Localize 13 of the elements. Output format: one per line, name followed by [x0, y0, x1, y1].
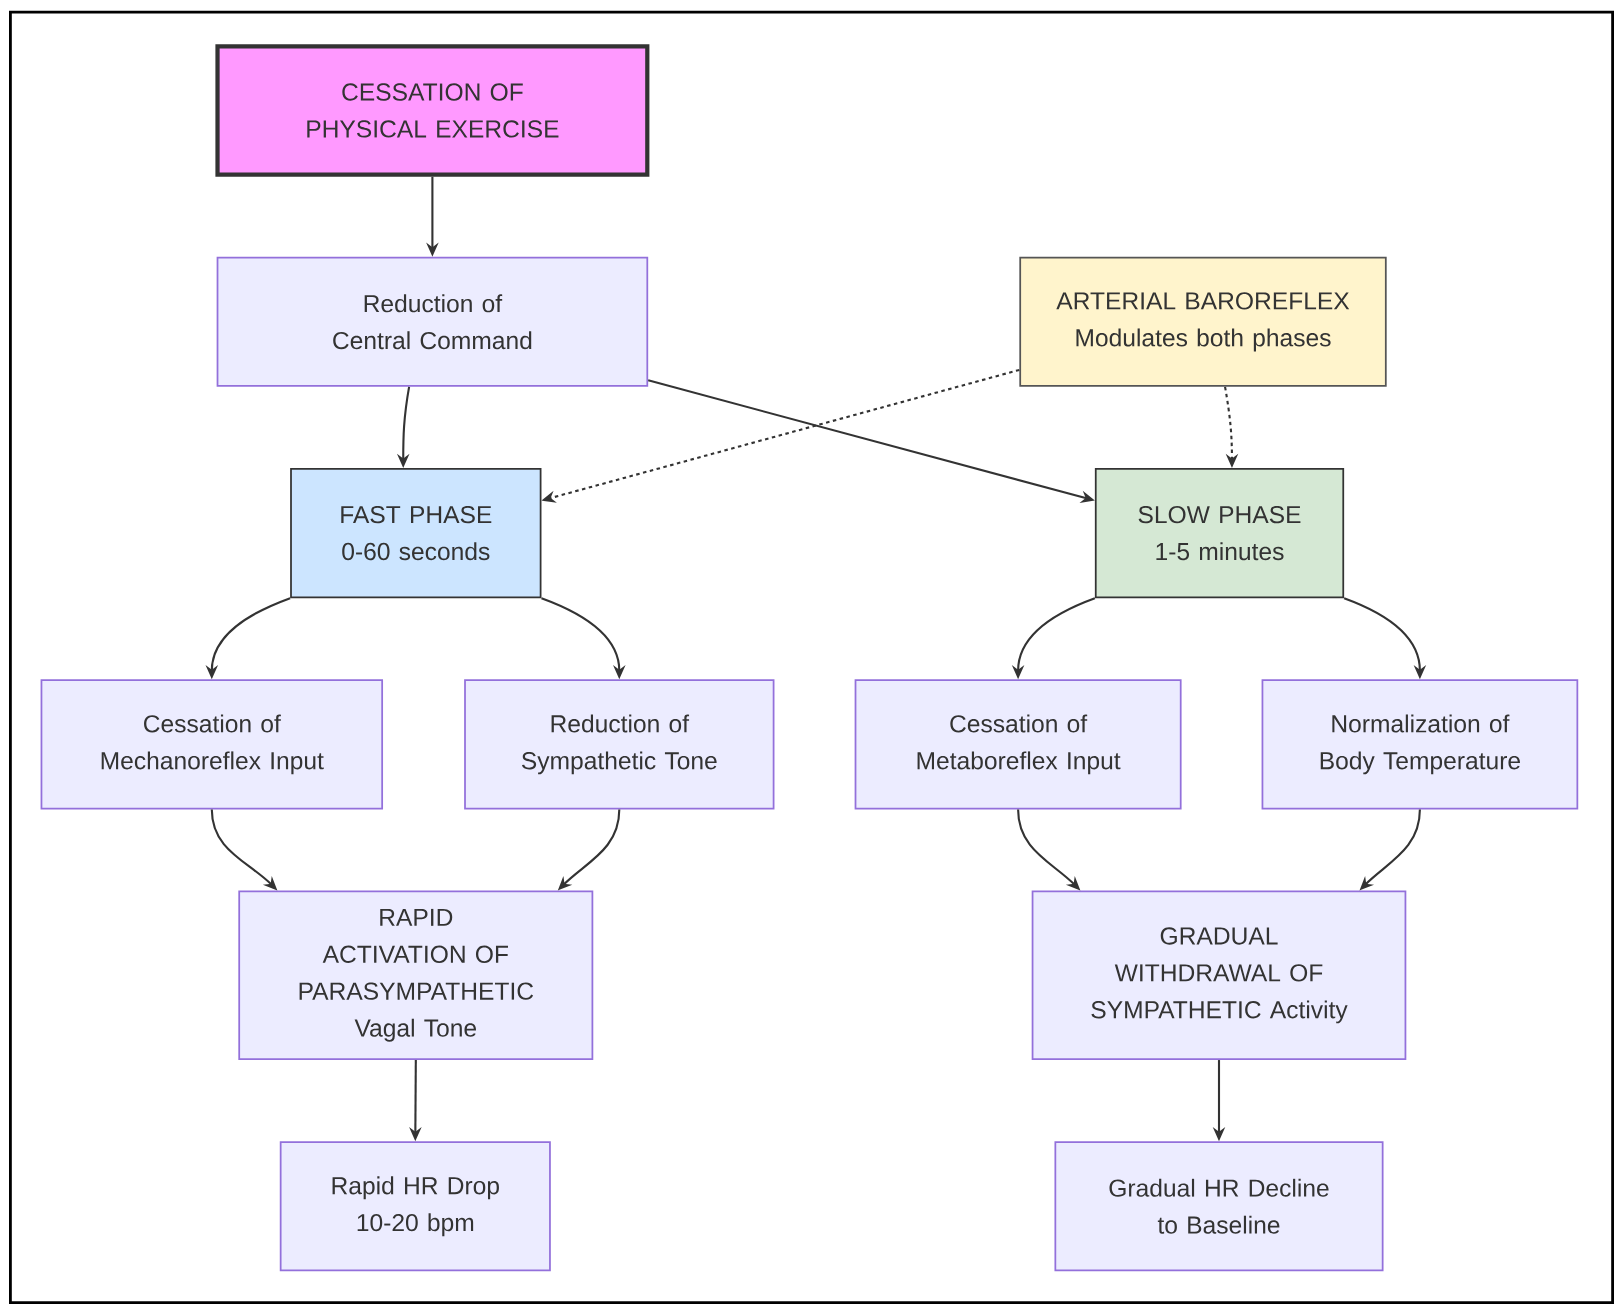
process-box: FAST PHASE 0-60 seconds: [290, 468, 542, 599]
process-box: CESSATION OF PHYSICAL EXERCISE: [215, 44, 650, 177]
process-box: Gradual HR Decline to Baseline: [1054, 1141, 1384, 1272]
process-box: ARTERIAL BAROREFLEX Modulates both phases: [1019, 256, 1387, 387]
process-box: Normalization of Body Temperature: [1261, 679, 1579, 810]
process-box: Rapid HR Drop 10-20 bpm: [279, 1141, 551, 1272]
process-box: Cessation of Mechanoreflex Input: [40, 679, 384, 810]
process-box: RAPID ACTIVATION OF PARASYMPATHETIC Vagal Tone: [238, 890, 594, 1061]
process-box: Reduction of Central Command: [216, 256, 649, 387]
process-box: Reduction of Sympathetic Tone: [464, 679, 775, 810]
process-box: Cessation of Metaboreflex Input: [854, 679, 1182, 810]
process-box: SLOW PHASE 1-5 minutes: [1094, 468, 1345, 599]
process-box: GRADUAL WITHDRAWAL OF SYMPATHETIC Activity: [1031, 890, 1407, 1061]
